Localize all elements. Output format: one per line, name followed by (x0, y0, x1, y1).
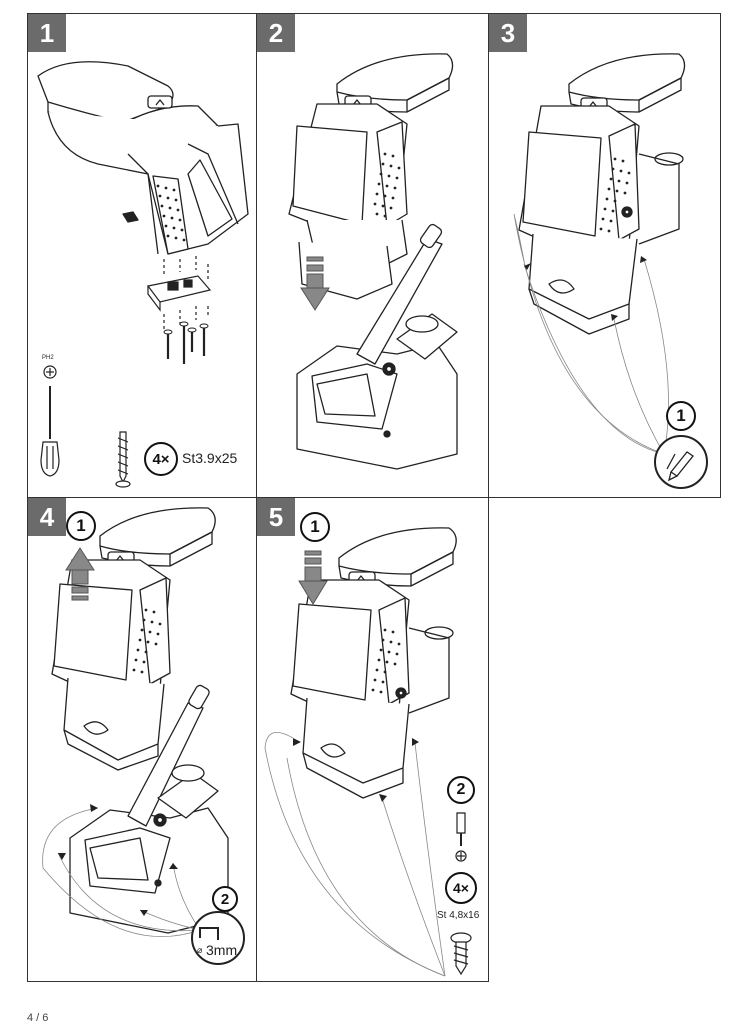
up-arrow-icon (65, 547, 95, 601)
diameter-symbol: ⌀ (197, 945, 203, 955)
page-number: 4 / 6 (27, 1012, 49, 1024)
step-5-panel: 5 (256, 497, 489, 982)
armrest-final-fixing-illustration (264, 527, 472, 977)
tool-size-label: PH2 (42, 355, 54, 361)
step-1-panel: 1 (27, 13, 257, 498)
sub-step-number: 1 (666, 401, 696, 431)
down-arrow-icon (298, 550, 328, 605)
armrest-removal-drilling-illustration (42, 507, 245, 965)
screw-icon (115, 431, 131, 488)
step-number-badge: 3 (489, 14, 527, 52)
screw-icon (450, 932, 472, 976)
screw-spec-label: St 4,8x16 (437, 910, 480, 921)
drill-size-label: 3mm (206, 942, 238, 958)
sub-step-number-1: 1 (300, 512, 330, 542)
armrest-placement-illustration (288, 53, 458, 470)
sub-step-number-1: 1 (66, 511, 96, 541)
step-number-badge: 2 (257, 14, 295, 52)
step-number-badge: 5 (257, 498, 295, 536)
screwdriver-icon (455, 812, 467, 862)
step-number-badge: 1 (28, 14, 66, 52)
step-4-panel: 4 (27, 497, 257, 982)
screwdriver-icon (40, 365, 60, 477)
armrest-fastening-illustration (513, 53, 708, 489)
down-arrow-icon (300, 256, 330, 311)
armrest-mounting-illustration (37, 61, 249, 488)
quantity-badge: 4× (144, 442, 178, 476)
sub-step-number-2: 2 (447, 776, 475, 804)
sub-step-number-2: 2 (212, 886, 238, 912)
step-3-panel: 3 (488, 13, 721, 498)
step-2-panel: 2 (256, 13, 489, 498)
screw-spec-label: St3.9x25 (182, 450, 238, 466)
step-number-badge: 4 (28, 498, 66, 536)
quantity-badge: 4× (445, 872, 477, 904)
